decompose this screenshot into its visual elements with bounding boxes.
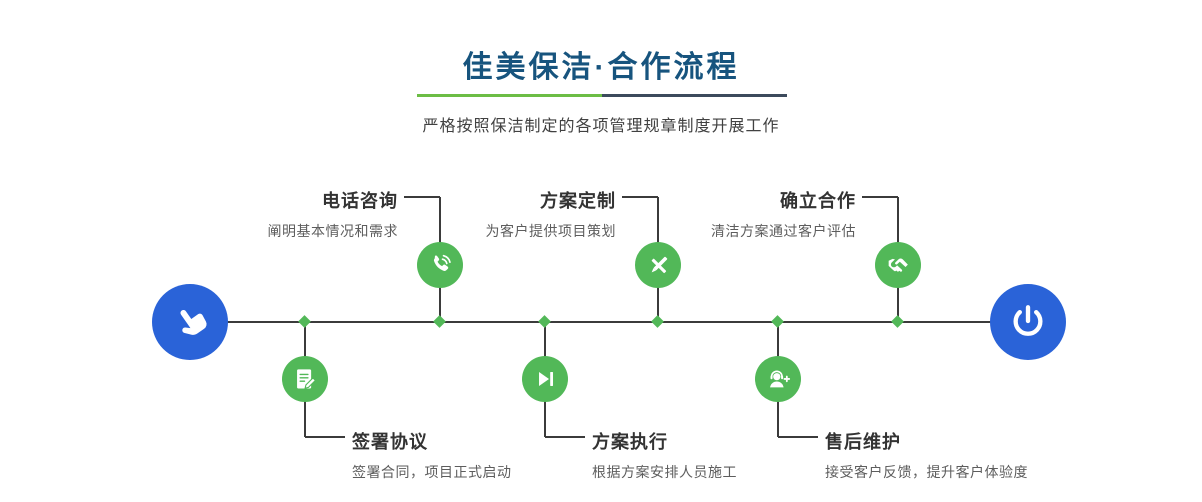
divider-green-segment [417, 94, 602, 97]
step-node-establish-coop [875, 242, 921, 288]
step-node-sign-agreement [282, 356, 328, 402]
step-label-after-sales: 售后维护 接受客户反馈，提升客户体验度 [825, 428, 1105, 482]
step-node-phone-consult [417, 242, 463, 288]
step-title: 售后维护 [825, 432, 901, 452]
diamond-marker [651, 315, 664, 328]
step-node-plan-execute [522, 356, 568, 402]
connector-horizontal [404, 196, 440, 198]
timeline-start-node [152, 284, 228, 360]
timeline-line [200, 321, 1010, 323]
step-title: 确立合作 [780, 191, 856, 211]
page-subtitle: 严格按照保洁制定的各项管理规章制度开展工作 [422, 118, 780, 135]
connector-horizontal [545, 436, 585, 438]
step-label-phone-consult: 电话咨询 阐明基本情况和需求 [198, 187, 398, 241]
page-title: 佳美保洁·合作流程 [462, 51, 740, 84]
step-label-sign-agreement: 签署协议 签署合同，项目正式启动 [352, 428, 632, 482]
connector-horizontal [778, 436, 818, 438]
title-divider [417, 94, 787, 97]
play-icon [532, 366, 558, 392]
diamond-marker [891, 315, 904, 328]
diamond-marker [298, 315, 311, 328]
document-sign-icon [292, 366, 319, 393]
diamond-marker [433, 315, 446, 328]
design-tools-icon [645, 252, 672, 279]
step-desc: 阐明基本情况和需求 [267, 223, 398, 239]
connector-horizontal [862, 196, 898, 198]
step-title: 方案定制 [540, 191, 616, 211]
step-label-establish-coop: 确立合作 清洁方案通过客户评估 [656, 187, 856, 241]
step-desc: 清洁方案通过客户评估 [711, 223, 856, 239]
step-title: 电话咨询 [322, 191, 398, 211]
step-label-plan-custom: 方案定制 为客户提供项目策划 [416, 187, 616, 241]
connector-horizontal [622, 196, 658, 198]
step-desc: 接受客户反馈，提升客户体验度 [825, 464, 1028, 480]
diamond-marker [538, 315, 551, 328]
divider-dark-segment [602, 94, 787, 97]
step-title: 方案执行 [592, 432, 668, 452]
diamond-marker [771, 315, 784, 328]
customer-service-icon [765, 366, 792, 393]
step-desc: 根据方案安排人员施工 [592, 464, 737, 480]
step-node-after-sales [755, 356, 801, 402]
phone-icon [427, 252, 454, 279]
step-title: 签署协议 [352, 432, 428, 452]
timeline-end-node [990, 284, 1066, 360]
step-label-plan-execute: 方案执行 根据方案安排人员施工 [592, 428, 872, 482]
power-icon [1008, 302, 1048, 342]
step-node-plan-custom [635, 242, 681, 288]
hand-pointer-icon [169, 301, 211, 343]
step-desc: 签署合同，项目正式启动 [352, 464, 512, 480]
step-desc: 为客户提供项目策划 [485, 223, 616, 239]
handshake-icon [884, 251, 912, 279]
connector-horizontal [305, 436, 345, 438]
